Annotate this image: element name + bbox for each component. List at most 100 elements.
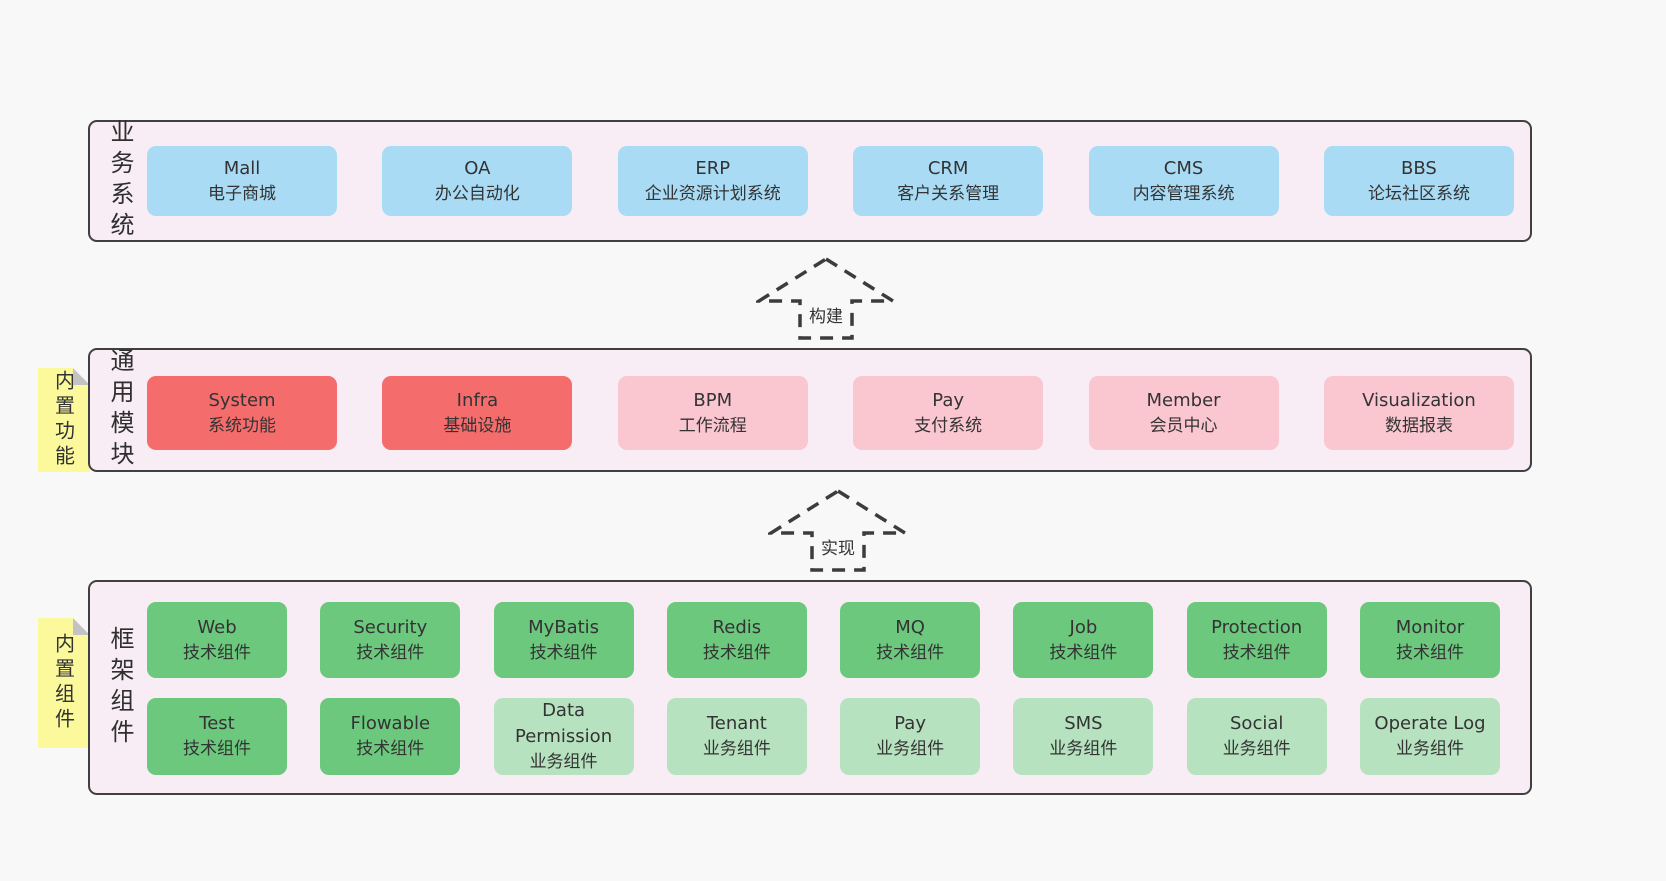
box-subtitle: 技术组件: [183, 642, 251, 663]
box-title: Job: [1069, 616, 1098, 638]
box-subtitle: 技术组件: [183, 739, 251, 760]
note-text: 内置功能: [51, 370, 76, 470]
box-row: System 系统功能 Infra 基础设施 BPM 工作流程 Pay 支付系统…: [147, 376, 1514, 450]
box-subtitle: 技术组件: [876, 642, 945, 663]
box-web: Web 技术组件: [147, 602, 287, 679]
box-bbs: BBS 论坛社区系统: [1323, 146, 1514, 216]
box-subtitle: 业务组件: [702, 739, 771, 760]
box-subtitle: 技术组件: [529, 642, 598, 663]
box-social: Social 业务组件: [1186, 698, 1327, 775]
box-sms: SMS 业务组件: [1013, 698, 1154, 775]
box-title: OA: [464, 157, 491, 179]
box-title: Pay: [894, 713, 926, 735]
box-title: Mall: [223, 157, 261, 179]
box-title: Pay: [932, 389, 965, 411]
box-tenant: Tenant 业务组件: [666, 698, 807, 775]
box-job: Job 技术组件: [1013, 602, 1154, 679]
box-title: BBS: [1401, 157, 1437, 179]
box-title: Visualization: [1362, 389, 1476, 411]
box-subtitle: 工作流程: [678, 415, 747, 436]
box-subtitle: 技术组件: [1222, 642, 1291, 663]
arrow-label: 实现: [818, 534, 858, 559]
sticky-note-built-in-components: 内置组件: [38, 618, 90, 748]
box-subtitle: 系统功能: [208, 415, 276, 436]
box-subtitle: 技术组件: [356, 739, 425, 760]
box-subtitle: 办公自动化: [434, 183, 520, 204]
dashed-up-arrow-icon: [768, 488, 908, 572]
layer-common-modules: 通用模块 System 系统功能 Infra 基础设施 BPM 工作流程 Pay…: [88, 348, 1532, 472]
box-security: Security 技术组件: [320, 602, 461, 679]
box-monitor: Monitor 技术组件: [1359, 602, 1500, 679]
box-subtitle: 技术组件: [702, 642, 771, 663]
box-title: CMS: [1163, 157, 1204, 179]
box-title: MQ: [895, 616, 925, 638]
box-title: Protection: [1211, 616, 1303, 638]
dashed-up-arrow-icon: [756, 256, 896, 340]
box-title: Security: [353, 616, 428, 638]
box-title: CRM: [927, 157, 969, 179]
box-subtitle: 内容管理系统: [1132, 183, 1235, 204]
box-title: Infra: [456, 389, 499, 411]
box-title: Social: [1230, 713, 1284, 735]
box-subtitle: 客户关系管理: [897, 183, 1000, 204]
arrow-build: 构建: [756, 256, 896, 340]
box-subtitle: 基础设施: [443, 415, 512, 436]
box-pay-module: Pay 支付系统: [853, 376, 1044, 450]
box-title: Tenant: [706, 713, 767, 735]
box-row: Mall 电子商城 OA 办公自动化 ERP 企业资源计划系统 CRM 客户关系…: [147, 146, 1514, 216]
box-subtitle: 技术组件: [1049, 642, 1118, 663]
box-erp: ERP 企业资源计划系统: [617, 146, 808, 216]
box-subtitle: 业务组件: [1395, 739, 1464, 760]
box-cms: CMS 内容管理系统: [1088, 146, 1279, 216]
box-title: MyBatis: [528, 616, 600, 638]
box-title: ERP: [695, 157, 731, 179]
box-subtitle: 业务组件: [876, 739, 945, 760]
layer-title: 业务系统: [106, 119, 134, 243]
box-operate-log: Operate Log 业务组件: [1359, 698, 1500, 775]
box-infra: Infra 基础设施: [382, 376, 573, 450]
box-visualization: Visualization 数据报表: [1323, 376, 1514, 450]
box-title: Monitor: [1395, 616, 1465, 638]
layer-framework-components: 框架组件 Web 技术组件 Security 技术组件 MyBatis 技术组件…: [88, 580, 1532, 795]
arrow-implement: 实现: [768, 488, 908, 572]
box-subtitle: 业务组件: [1222, 739, 1291, 760]
box-subtitle: 论坛社区系统: [1367, 183, 1470, 204]
box-member: Member 会员中心: [1088, 376, 1279, 450]
box-mybatis: MyBatis 技术组件: [493, 602, 634, 679]
box-subtitle: 技术组件: [356, 642, 425, 663]
box-title: Flowable: [350, 713, 431, 735]
arrow-label: 构建: [806, 302, 846, 327]
box-oa: OA 办公自动化: [382, 146, 573, 216]
box-subtitle: 业务组件: [529, 752, 598, 773]
box-subtitle: 技术组件: [1395, 642, 1464, 663]
box-pay-component: Pay 业务组件: [840, 698, 981, 775]
sticky-note-built-in-features: 内置功能: [38, 368, 90, 472]
box-title: Web: [197, 616, 237, 638]
box-subtitle: 业务组件: [1049, 739, 1118, 760]
box-subtitle: 会员中心: [1149, 415, 1218, 436]
box-crm: CRM 客户关系管理: [853, 146, 1044, 216]
box-test: Test 技术组件: [147, 698, 287, 775]
box-data-permission: Data Permission 业务组件: [493, 698, 634, 775]
box-bpm: BPM 工作流程: [617, 376, 808, 450]
box-title: Data Permission: [515, 700, 613, 748]
box-mq: MQ 技术组件: [840, 602, 981, 679]
box-title: System: [208, 389, 276, 411]
box-title: Member: [1146, 389, 1221, 411]
box-mall: Mall 电子商城: [147, 146, 337, 216]
box-title: Test: [199, 713, 235, 735]
layer-business-systems: 业务系统 Mall 电子商城 OA 办公自动化 ERP 企业资源计划系统 CRM…: [88, 119, 1532, 243]
box-title: Operate Log: [1374, 713, 1486, 735]
box-redis: Redis 技术组件: [666, 602, 807, 679]
box-protection: Protection 技术组件: [1186, 602, 1327, 679]
box-grid: Web 技术组件 Security 技术组件 MyBatis 技术组件 Redi…: [147, 602, 1500, 775]
box-flowable: Flowable 技术组件: [320, 698, 461, 775]
box-subtitle: 电子商城: [208, 183, 276, 204]
layer-title: 框架组件: [106, 625, 134, 750]
layer-title: 通用模块: [106, 348, 134, 472]
box-title: Redis: [712, 616, 762, 638]
box-subtitle: 数据报表: [1384, 415, 1453, 436]
box-title: BPM: [693, 389, 733, 411]
box-title: SMS: [1064, 713, 1103, 735]
